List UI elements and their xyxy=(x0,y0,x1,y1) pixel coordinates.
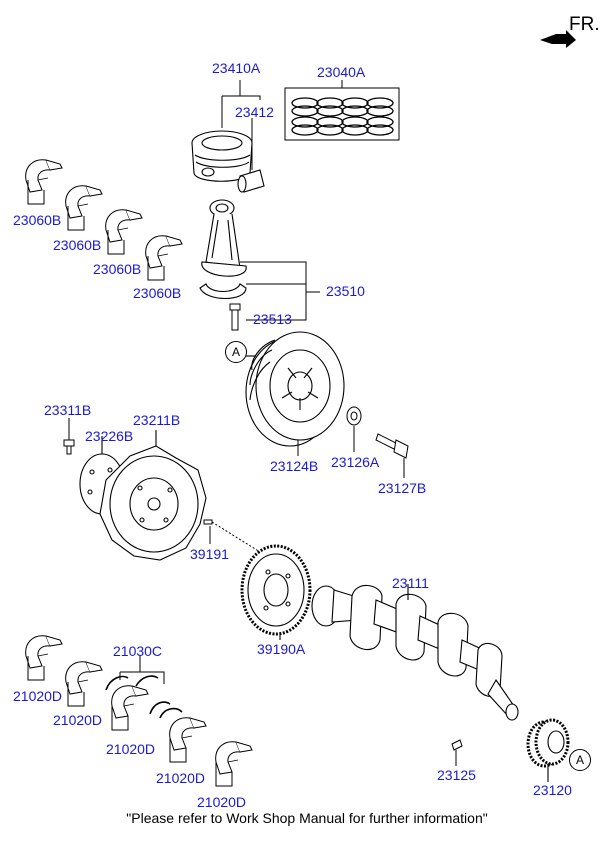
ring-gear-drawing xyxy=(240,544,312,640)
part-label-21020d-1[interactable]: 21020D xyxy=(13,688,63,704)
footer-note: "Please refer to Work Shop Manual for fu… xyxy=(126,810,488,826)
piston-drawing xyxy=(191,130,253,182)
sprocket-drawing xyxy=(526,718,570,782)
reference-a-sprocket: A xyxy=(569,749,591,771)
part-label-21020d-5[interactable]: 21020D xyxy=(197,794,247,810)
part-label-39190a[interactable]: 39190A xyxy=(257,641,306,657)
part-label-23211b[interactable]: 23211B xyxy=(133,412,181,428)
part-label-23311b[interactable]: 23311B xyxy=(44,402,92,418)
part-label-39191[interactable]: 39191 xyxy=(190,546,229,562)
part-label-23126a[interactable]: 23126A xyxy=(331,454,380,470)
crankshaft-drawing xyxy=(311,584,519,721)
part-label-23510[interactable]: 23510 xyxy=(326,283,365,299)
piston-ring-set-drawing xyxy=(284,80,400,141)
part-label-23060b-2[interactable]: 23060B xyxy=(53,237,102,253)
drive-plate-drawing xyxy=(99,430,207,561)
part-label-21020d-3[interactable]: 21020D xyxy=(106,741,156,757)
part-label-23111[interactable]: 23111 xyxy=(392,575,429,591)
part-label-21030c[interactable]: 21030C xyxy=(113,643,163,659)
thrust-washers-drawing xyxy=(105,675,183,719)
front-arrow-icon xyxy=(540,30,576,48)
part-label-23412[interactable]: 23412 xyxy=(235,104,274,120)
front-indicator: FR. xyxy=(569,14,600,35)
key-drawing xyxy=(451,739,463,766)
part-label-23410a[interactable]: 23410A xyxy=(212,60,261,76)
part-label-23124b[interactable]: 23124B xyxy=(270,458,319,474)
part-label-23060b-1[interactable]: 23060B xyxy=(13,212,62,228)
reference-a-pulley: A xyxy=(225,341,247,363)
part-label-23226b[interactable]: 23226B xyxy=(85,428,134,444)
connecting-rod-drawing xyxy=(199,199,247,299)
part-label-21020d-2[interactable]: 21020D xyxy=(53,712,103,728)
part-label-23040a[interactable]: 23040A xyxy=(317,64,366,80)
part-label-23060b-3[interactable]: 23060B xyxy=(93,261,142,277)
drive-plate-bolt-drawing xyxy=(63,418,75,455)
part-label-21020d-4[interactable]: 21020D xyxy=(156,770,206,786)
pulley-bolt-drawing xyxy=(375,433,409,459)
damper-pulley-drawing xyxy=(244,331,345,447)
pulley-washer-drawing xyxy=(346,406,362,426)
pin-drawing xyxy=(203,519,261,553)
part-label-23060b-4[interactable]: 23060B xyxy=(133,285,182,301)
part-label-23125[interactable]: 23125 xyxy=(437,767,476,783)
part-label-23513[interactable]: 23513 xyxy=(253,311,292,327)
rod-bolt-drawing xyxy=(229,303,241,331)
part-label-23127b[interactable]: 23127B xyxy=(378,480,427,496)
piston-pin-drawing xyxy=(237,169,265,193)
part-label-23120[interactable]: 23120 xyxy=(533,782,572,798)
